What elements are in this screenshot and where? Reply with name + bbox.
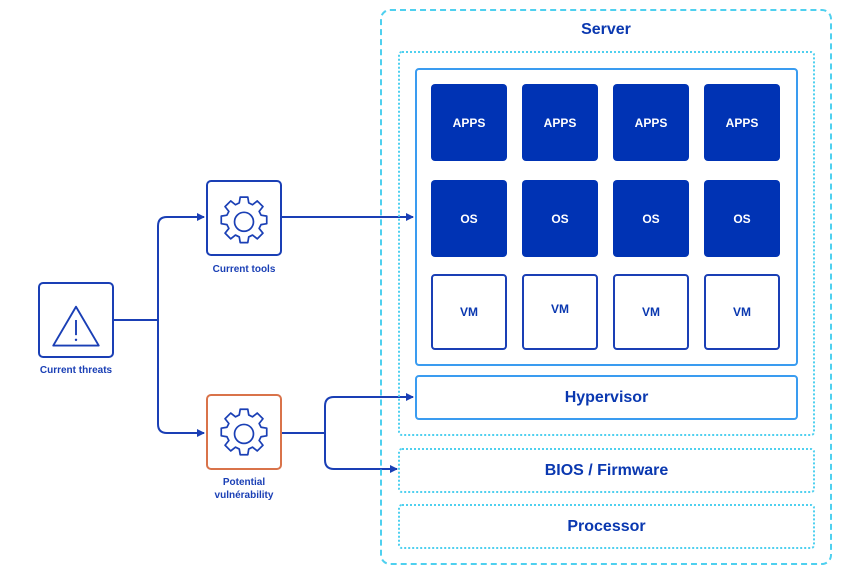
vm-tile-4: VM	[704, 274, 780, 350]
potential-vulnerability-node	[206, 394, 282, 470]
gear-icon	[220, 408, 268, 456]
vm-tile-1: VM	[431, 274, 507, 350]
apps-tile-3: APPS	[613, 84, 689, 161]
apps-tile-4: APPS	[704, 84, 780, 161]
processor-layer: Processor	[398, 504, 815, 549]
warning-triangle-icon	[52, 305, 100, 347]
current-tools-node	[206, 180, 282, 256]
vm-group	[415, 68, 798, 366]
os-tile-4: OS	[704, 180, 780, 257]
apps-tile-1: APPS	[431, 84, 507, 161]
apps-tile-2: APPS	[522, 84, 598, 161]
potential-vulnerability-label: Potential vulnérability	[186, 476, 302, 502]
current-threats-label: Current threats	[39, 365, 113, 376]
potential-vulnerability-label-line2: vulnérability	[214, 490, 274, 501]
server-title: Server	[581, 21, 631, 38]
os-tile-2: OS	[522, 180, 598, 257]
bios-firmware-layer: BIOS / Firmware	[398, 448, 815, 493]
vm-tile-2: VM	[522, 274, 598, 350]
server-container	[380, 9, 832, 565]
current-tools-label: Current tools	[212, 264, 276, 275]
os-tile-1: OS	[431, 180, 507, 257]
branch-to-vulnerability-arrow	[157, 320, 205, 437]
current-threats-node	[38, 282, 114, 358]
gear-icon	[220, 196, 268, 244]
hypervisor-layer: Hypervisor	[415, 375, 798, 420]
virtualization-region	[398, 51, 815, 436]
vm-tile-3: VM	[613, 274, 689, 350]
os-tile-3: OS	[613, 180, 689, 257]
potential-vulnerability-label-line1: Potential	[222, 477, 266, 488]
